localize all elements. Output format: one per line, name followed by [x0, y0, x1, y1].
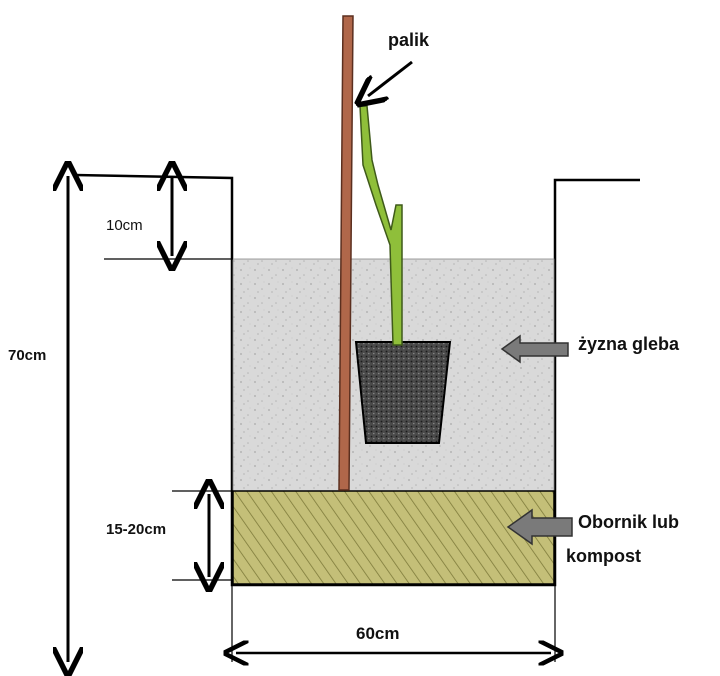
manure-depth-label: 15-20cm	[106, 521, 167, 538]
manure-label-line1: Obornik lub	[578, 512, 679, 532]
stake-pointer-arrow	[368, 60, 413, 96]
width-label: 60cm	[356, 624, 400, 643]
manure-pointer-arrow	[506, 508, 573, 546]
plant-stem	[359, 105, 403, 346]
manure-label-line2: kompost	[566, 546, 642, 566]
total-depth-label: 70cm	[8, 347, 47, 364]
stake-label: palik	[388, 30, 430, 50]
fertile-soil-label: żyzna gleba	[578, 334, 680, 354]
pot	[354, 341, 452, 444]
manure-layer	[232, 490, 555, 585]
stake	[338, 15, 354, 491]
soil-pointer-arrow	[500, 334, 569, 364]
top-gap-label: 10cm	[106, 217, 143, 234]
pit-outline	[74, 173, 640, 587]
